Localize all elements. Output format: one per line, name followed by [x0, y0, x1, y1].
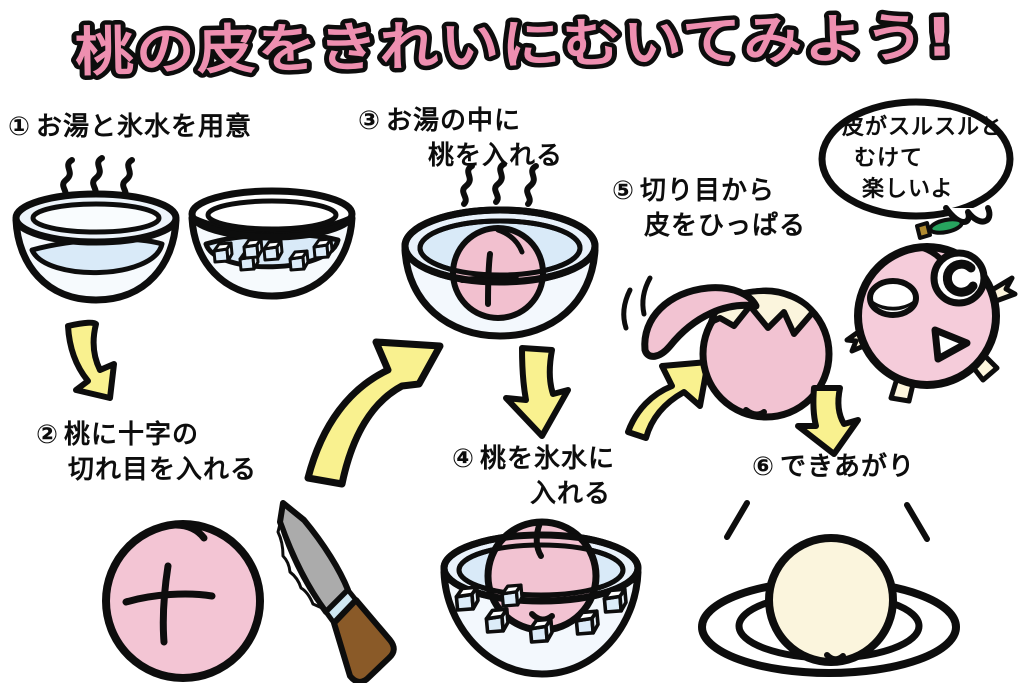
step4-number: ④	[452, 444, 476, 474]
mascot-stem	[915, 221, 932, 240]
speech-bubble	[818, 98, 1014, 225]
steam-icon	[460, 161, 539, 207]
bubble-line-2: むけて	[854, 146, 924, 171]
step2-number: ②	[36, 420, 60, 450]
bowl-with-peach	[401, 206, 599, 340]
peeled-peach-on-plate	[698, 534, 960, 677]
step1-illustration	[12, 155, 356, 304]
knife-handle	[331, 597, 397, 683]
speech-bubble-text: 皮がスルスルと むけて 楽しいよ	[842, 112, 1003, 205]
step4-illustration	[440, 518, 642, 678]
cross-cut-horizontal	[122, 590, 216, 606]
step4-text-1: 桃を氷水に	[480, 444, 616, 474]
step6-number: ⑥	[752, 452, 776, 482]
peeling-peach	[641, 284, 833, 421]
shine-lines	[724, 500, 930, 542]
arrow-down-5-icon	[795, 385, 861, 457]
step3-text-2: 桃を入れる	[428, 141, 564, 171]
step2-illustration	[102, 500, 397, 683]
step3-illustration	[401, 161, 599, 340]
page-title: 桃の皮をきれいにむいてみよう!	[75, 7, 956, 83]
skin-flap	[641, 284, 760, 360]
arrow-down-3-icon	[503, 345, 571, 439]
step5-text-2: 皮をひっぱる	[644, 211, 807, 241]
ice-bowl-with-peach	[440, 518, 642, 678]
peach-with-cross	[102, 520, 264, 682]
cross-cut-vertical	[159, 562, 172, 646]
step3-text-1: お湯の中に	[386, 106, 522, 136]
step5-number: ⑤	[612, 176, 636, 206]
step1-text: お湯と氷水を用意	[36, 112, 253, 142]
step2-text-2: 切れ目を入れる	[68, 455, 258, 485]
step4-text-2: 入れる	[530, 479, 612, 509]
peeled-peach	[765, 534, 897, 666]
step5-illustration	[621, 275, 833, 421]
mascot-mouth	[931, 326, 971, 363]
step6-illustration	[698, 500, 960, 677]
step1-number: ①	[8, 112, 32, 142]
step5-text-1: 切り目から	[640, 176, 776, 206]
arrow-down-1-icon	[65, 319, 117, 401]
bubble-line-1: 皮がスルスルと	[842, 115, 1004, 140]
knife-icon	[276, 500, 397, 683]
page-title-art: 桃の皮をきれいにむいてみよう!	[70, 3, 960, 88]
step2-text-1: 桃に十字の	[64, 420, 200, 450]
motion-lines	[621, 275, 653, 331]
step6-text: できあがり	[780, 452, 916, 482]
mascot-face	[867, 249, 988, 363]
arrow-curved-up-icon	[304, 338, 444, 488]
mascot-leaf	[928, 217, 964, 235]
hot-water-bowl	[12, 190, 180, 304]
peach-mascot	[844, 217, 1018, 404]
bubble-line-3: 楽しいよ	[862, 177, 954, 202]
ice-water-bowl	[188, 187, 356, 300]
step3-number: ③	[358, 106, 382, 136]
